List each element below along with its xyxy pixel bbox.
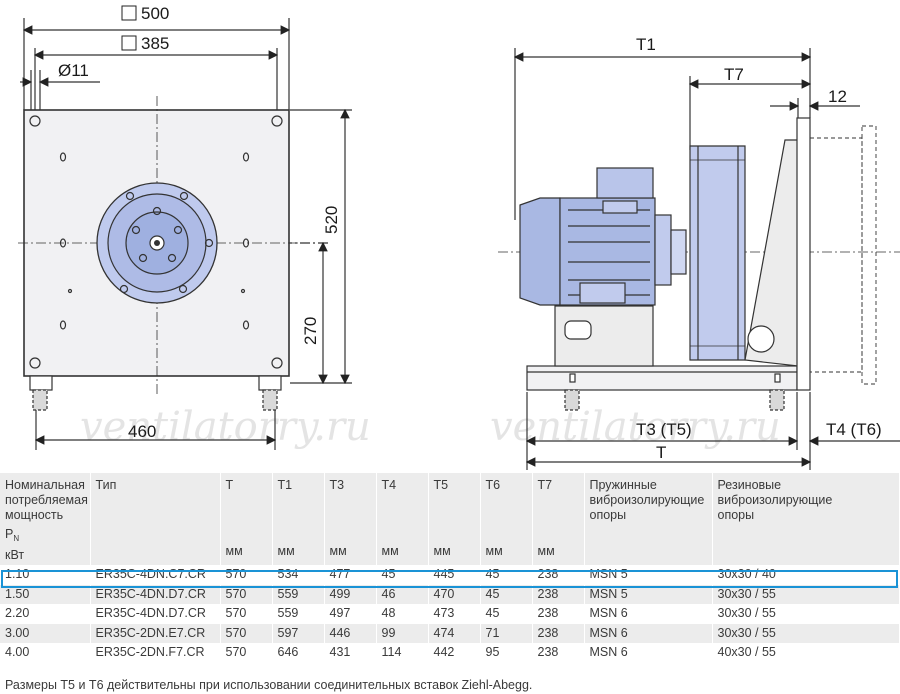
table-cell: MSN 5 bbox=[584, 584, 713, 604]
side-view bbox=[498, 48, 900, 470]
dim-height-520: 520 bbox=[322, 206, 341, 234]
table-cell: 474 bbox=[428, 623, 481, 643]
table-cell: 473 bbox=[428, 604, 481, 624]
header-power: Номинальная потребляемая мощность PN кВт bbox=[0, 473, 91, 565]
table-cell: 99 bbox=[376, 623, 429, 643]
table-cell: 442 bbox=[428, 643, 481, 663]
header-rubber-mounts: Резиновые виброизолирующие опоры bbox=[712, 473, 900, 565]
table-cell: 30x30 / 55 bbox=[712, 604, 900, 624]
side-dimension-labels: T1 T7 12 T3 (T5) T4 (T6) T bbox=[636, 35, 882, 462]
table-cell: MSN 6 bbox=[584, 604, 713, 624]
table-cell: 30x30 / 40 bbox=[712, 565, 900, 585]
table-cell: 570 bbox=[220, 623, 273, 643]
dim-t4-t6: T4 (T6) bbox=[826, 420, 882, 439]
table-cell: 470 bbox=[428, 584, 481, 604]
table-cell: 45 bbox=[480, 604, 533, 624]
table-cell: 4.00 bbox=[0, 643, 91, 663]
footnote: Размеры T5 и T6 действительны при исполь… bbox=[5, 678, 533, 692]
table-cell: 238 bbox=[532, 623, 585, 643]
watermark-left: ventilatorry.ru bbox=[80, 404, 371, 450]
table-cell: 1.50 bbox=[0, 584, 91, 604]
table-cell: 238 bbox=[532, 643, 585, 663]
table-cell: MSN 6 bbox=[584, 643, 713, 663]
table-cell: 45 bbox=[480, 584, 533, 604]
table-cell: 45 bbox=[480, 565, 533, 585]
table-cell: 534 bbox=[272, 565, 325, 585]
table-cell: 48 bbox=[376, 604, 429, 624]
table-cell: 3.00 bbox=[0, 623, 91, 643]
dim-flange-12: 12 bbox=[828, 87, 847, 106]
table-cell: MSN 5 bbox=[584, 565, 713, 585]
technical-drawing: ventilatorry.ru ventilatorry.ru bbox=[18, 4, 900, 470]
table-cell: 238 bbox=[532, 565, 585, 585]
table-cell: 597 bbox=[272, 623, 325, 643]
front-view bbox=[18, 18, 352, 450]
dim-t1: T1 bbox=[636, 35, 656, 54]
table-cell: 30x30 / 55 bbox=[712, 623, 900, 643]
dim-t: T bbox=[656, 443, 666, 462]
dim-hole-11: Ø11 bbox=[58, 61, 89, 80]
table-cell: 559 bbox=[272, 584, 325, 604]
table-cell: 431 bbox=[324, 643, 377, 663]
table-cell: 95 bbox=[480, 643, 533, 663]
table-cell: ER35C-4DN.D7.CR bbox=[90, 584, 221, 604]
table-cell: MSN 6 bbox=[584, 623, 713, 643]
dim-inner-385: 385 bbox=[141, 34, 169, 53]
table-cell: 477 bbox=[324, 565, 377, 585]
table-cell: 114 bbox=[376, 643, 429, 663]
table-cell: 570 bbox=[220, 565, 273, 585]
table-cell: 499 bbox=[324, 584, 377, 604]
table-cell: ER35C-4DN.C7.CR bbox=[90, 565, 221, 585]
table-cell: 446 bbox=[324, 623, 377, 643]
dim-axis-270: 270 bbox=[301, 317, 320, 345]
dim-base-460: 460 bbox=[128, 422, 156, 441]
table-cell: 445 bbox=[428, 565, 481, 585]
table-cell: 570 bbox=[220, 584, 273, 604]
table-cell: ER35C-4DN.D7.CR bbox=[90, 604, 221, 624]
table-cell: 45 bbox=[376, 565, 429, 585]
table-cell: 30x30 / 55 bbox=[712, 584, 900, 604]
dim-t7: T7 bbox=[724, 65, 744, 84]
table-cell: ER35C-2DN.E7.CR bbox=[90, 623, 221, 643]
dim-t3-t5: T3 (T5) bbox=[636, 420, 692, 439]
table-cell: 2.20 bbox=[0, 604, 91, 624]
table-cell: 570 bbox=[220, 643, 273, 663]
table-cell: 71 bbox=[480, 623, 533, 643]
table-cell: 238 bbox=[532, 604, 585, 624]
table-cell: 46 bbox=[376, 584, 429, 604]
dim-outer-500: 500 bbox=[141, 4, 169, 23]
table-cell: 40x30 / 55 bbox=[712, 643, 900, 663]
table-cell: 559 bbox=[272, 604, 325, 624]
spec-table: Номинальная потребляемая мощность PN кВт… bbox=[0, 473, 900, 663]
table-cell: 497 bbox=[324, 604, 377, 624]
table-cell: 646 bbox=[272, 643, 325, 663]
table-cell: 570 bbox=[220, 604, 273, 624]
header-type: Тип bbox=[90, 473, 221, 565]
table-header-row: Номинальная потребляемая мощность PN кВт… bbox=[0, 473, 900, 565]
table-cell: 238 bbox=[532, 584, 585, 604]
table-cell: 1.10 bbox=[0, 565, 91, 585]
header-spring-mounts: Пружинные виброизолирующие опоры bbox=[584, 473, 713, 565]
front-dimension-labels: 500 385 Ø11 520 270 460 bbox=[58, 4, 341, 441]
table-cell: ER35C-2DN.F7.CR bbox=[90, 643, 221, 663]
